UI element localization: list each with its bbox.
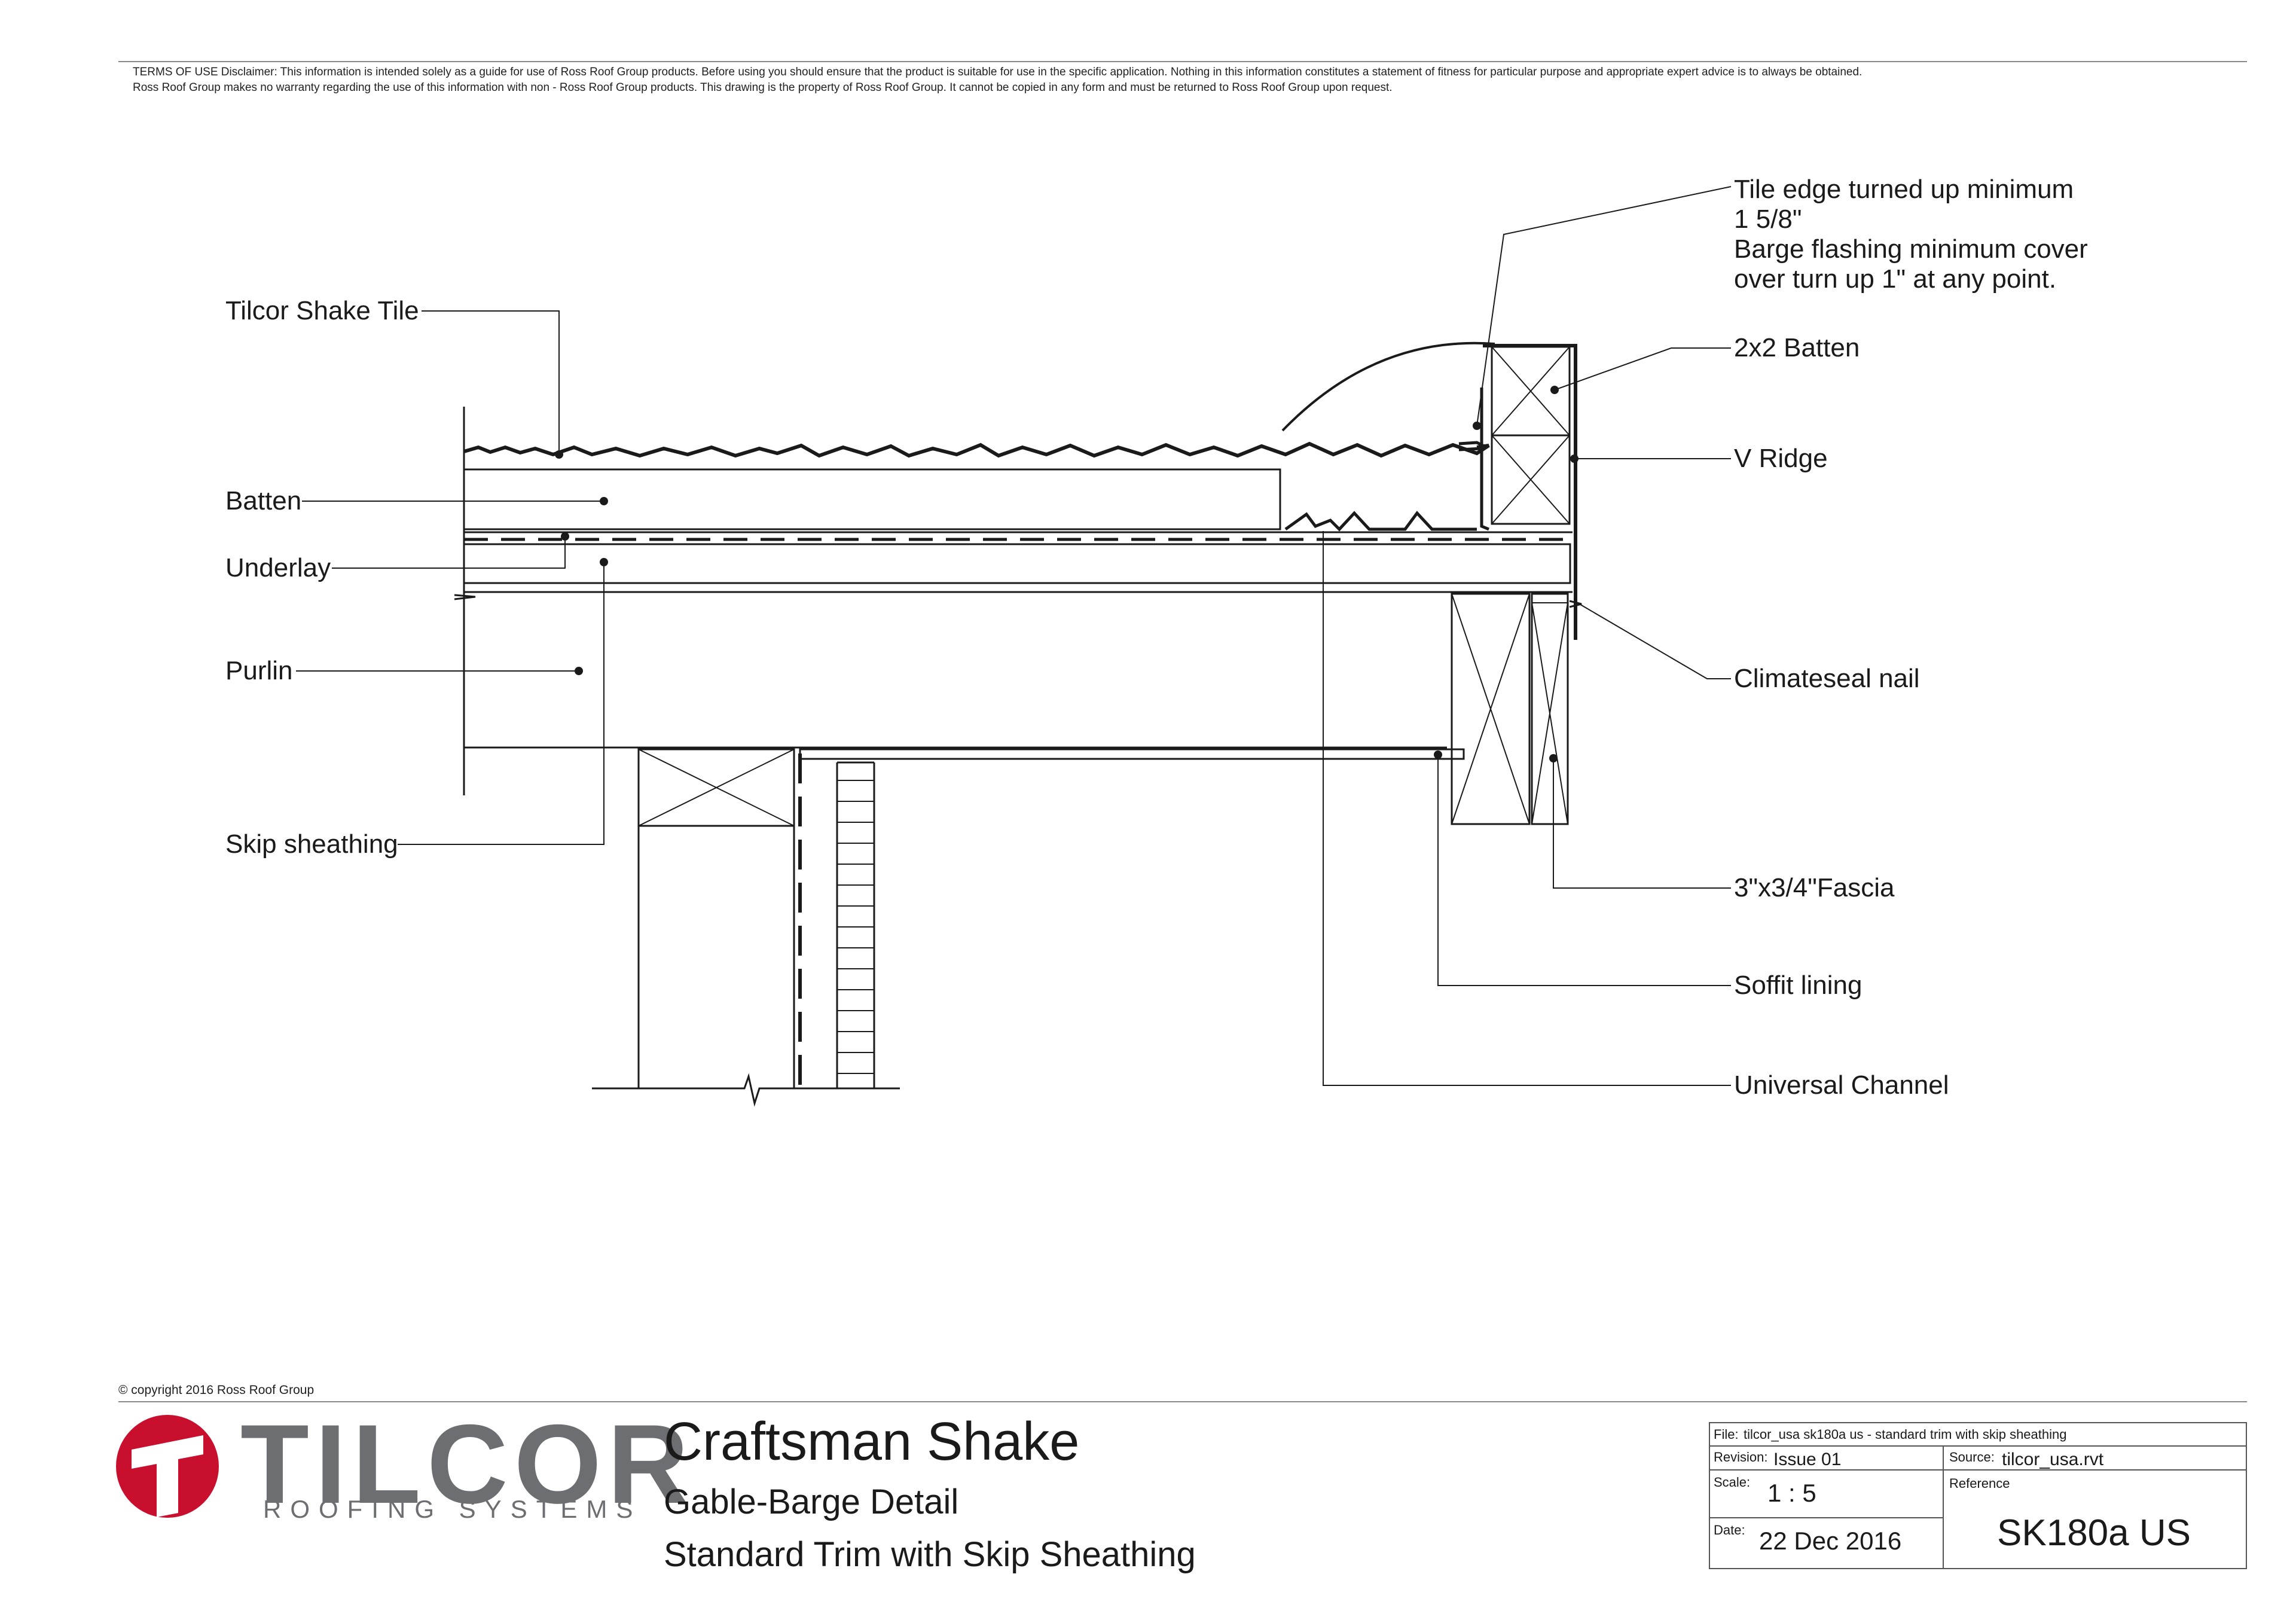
- revision-label: Revision:: [1714, 1450, 1768, 1465]
- tile-edge-line-4: over turn up 1" at any point.: [1734, 264, 2057, 294]
- footer-rule: [118, 1401, 2247, 1402]
- logo-wordmark: TILCOR: [240, 1401, 695, 1527]
- reference-label: Reference: [1949, 1476, 2010, 1491]
- terms-of-use: TERMS OF USE Disclaimer: This informatio…: [133, 65, 2237, 96]
- shake-tile-profile: [463, 441, 1490, 458]
- barge-flashing: [1483, 344, 1577, 640]
- drawing-title: Craftsman Shake: [664, 1412, 1080, 1472]
- reference-value: SK180a US: [1997, 1512, 2191, 1554]
- date-label: Date:: [1714, 1523, 1745, 1537]
- leaders-left: [296, 310, 604, 845]
- source-value: tilcor_usa.rvt: [2002, 1450, 2104, 1469]
- label-climateseal-nail: Climateseal nail: [1734, 664, 1920, 693]
- tilcor-logo-icon: [116, 1415, 219, 1518]
- climateseal-nail-head: [1569, 600, 1582, 608]
- leaders-right: [1323, 186, 1732, 1086]
- leader-dots-left: [555, 450, 608, 675]
- title-block-grid: [1709, 1422, 2247, 1569]
- label-fascia: 3"x3/4"Fascia: [1734, 873, 1895, 902]
- header-rule: [118, 61, 2247, 62]
- batten-rect: [463, 468, 1281, 530]
- label-v-ridge: V Ridge: [1734, 444, 1828, 473]
- drawing-subtitle-1: Gable-Barge Detail: [664, 1482, 959, 1521]
- logo-tagline: ROOFING SYSTEMS: [263, 1495, 642, 1523]
- label-purlin: Purlin: [225, 656, 293, 685]
- copyright: © copyright 2016 Ross Roof Group: [118, 1383, 315, 1397]
- barge-flashing-arc: [1281, 341, 1495, 432]
- label-batten: Batten: [225, 486, 302, 515]
- batten-2x2-bottom: [1491, 434, 1571, 525]
- wall-siding: [836, 761, 875, 1088]
- universal-channel-profile: [1284, 511, 1477, 532]
- terms-line-2: Ross Roof Group makes no warranty regard…: [133, 81, 1393, 94]
- label-underlay: Underlay: [225, 553, 331, 582]
- left-break-mark: [454, 594, 476, 600]
- terms-line-1: TERMS OF USE Disclaimer: This informatio…: [133, 66, 1863, 78]
- label-2x2-batten: 2x2 Batten: [1734, 333, 1860, 362]
- date-value: 22 Dec 2016: [1759, 1527, 1902, 1555]
- tile-edge-line-3: Barge flashing minimum cover: [1734, 234, 2088, 264]
- tile-edge-line-2: 1 5/8": [1734, 205, 1802, 234]
- revision-value: Issue 01: [1773, 1450, 1842, 1469]
- scale-value: 1 : 5: [1767, 1479, 1816, 1507]
- leader-dots-right: [1434, 386, 1578, 762]
- tile-edge-line-1: Tile edge turned up minimum: [1734, 175, 2074, 204]
- bottom-break-line: [592, 1073, 900, 1107]
- label-skip-sheathing: Skip sheathing: [225, 829, 398, 859]
- title-block: File: tilcor_usa sk180a us - standard tr…: [1709, 1422, 2247, 1569]
- source-label: Source:: [1949, 1450, 1995, 1465]
- scale-label: Scale:: [1714, 1475, 1751, 1490]
- label-soffit-lining: Soffit lining: [1734, 971, 1863, 1000]
- skip-sheathing-board: [463, 543, 1571, 584]
- soffit-lining: [799, 748, 1465, 760]
- label-universal-channel: Universal Channel: [1734, 1070, 1949, 1100]
- label-tilcor-shake-tile: Tilcor Shake Tile: [225, 296, 419, 325]
- label-tile-edge-note: Tile edge turned up minimum 1 5/8" Barge…: [1734, 175, 2088, 294]
- file-value: tilcor_usa sk180a us - standard trim wit…: [1744, 1427, 2067, 1442]
- file-label: File:: [1714, 1427, 1739, 1442]
- fascia-board-inner: [1531, 593, 1569, 825]
- tile-turn-up: [1480, 388, 1489, 531]
- fascia-board-outer: [1451, 593, 1531, 825]
- drawing-subtitle-2: Standard Trim with Skip Sheathing: [664, 1535, 1196, 1574]
